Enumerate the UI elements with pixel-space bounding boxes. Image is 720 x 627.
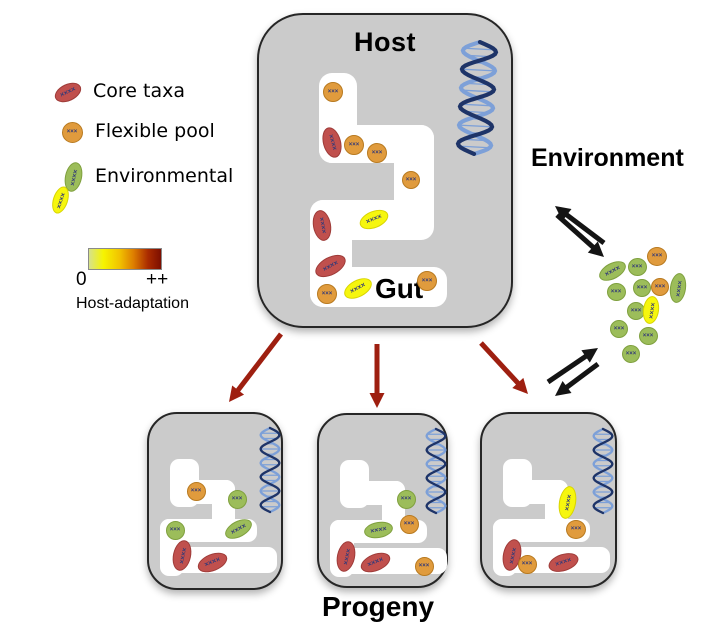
dna-squiggle: ××× <box>651 253 663 259</box>
dna-squiggle: ××× <box>66 129 78 135</box>
microbe-env-green: ××× <box>627 258 647 276</box>
exchange-arrow-head <box>555 381 572 396</box>
gradient-min-label: 0 <box>76 269 87 290</box>
microbe-env-yellow: ×××× <box>48 184 72 216</box>
dna-squiggle: ××× <box>625 351 637 357</box>
dna-squiggle: ××× <box>636 285 648 291</box>
dna-squiggle: ××× <box>630 308 642 314</box>
transmission-arrow-head <box>512 377 528 394</box>
microbe-env-yellow: ×××× <box>641 295 661 325</box>
gradient-max-label: ++ <box>146 269 169 290</box>
microbe-env-green: ××× <box>638 327 658 345</box>
microbe-flexible: ××× <box>647 246 667 266</box>
dna-squiggle: ×××× <box>673 279 683 297</box>
exchange-arrow <box>562 361 600 392</box>
dna-squiggle: ×××× <box>59 85 77 99</box>
exchange-arrow-head <box>587 241 604 257</box>
legend-label-environmental: Environmental <box>95 165 234 187</box>
transmission-arrow <box>233 332 283 395</box>
progeny-label: Progeny <box>322 591 435 622</box>
dna-squiggle: ×××× <box>603 264 621 278</box>
dna-squiggle: ××× <box>613 326 625 332</box>
progeny-box-2 <box>317 413 448 588</box>
dna-squiggle: ×××× <box>54 191 66 209</box>
progeny-box-3 <box>480 412 617 588</box>
exchange-arrow <box>555 213 598 252</box>
legend-label-core-taxa: Core taxa <box>93 80 185 102</box>
dna-squiggle: ××× <box>642 333 654 339</box>
microbe-env-green: ××× <box>633 279 651 297</box>
dna-squiggle: ××× <box>654 284 666 290</box>
microbe-env-green: ××× <box>606 283 626 301</box>
microbe-env-green: ××× <box>627 302 645 320</box>
transmission-arrow <box>479 341 523 388</box>
transmission-arrow-head <box>369 393 385 408</box>
transmission-arrow-head <box>229 385 245 402</box>
environment-label: Environment <box>531 144 684 172</box>
gut-path-segment <box>330 548 447 574</box>
dna-helix-icon <box>425 427 447 515</box>
exchange-arrow <box>562 210 606 245</box>
microbe-flexible: ××× <box>651 278 669 296</box>
gut-path-segment <box>493 547 610 573</box>
exchange-arrow-head <box>581 348 598 363</box>
gradient-caption: Host-adaptation <box>76 295 189 312</box>
dna-helix-icon <box>259 426 281 514</box>
dna-squiggle: ××× <box>631 264 643 270</box>
gut-label: Gut <box>375 273 424 304</box>
microbe-flexible: ××× <box>61 121 83 143</box>
gut-path-segment <box>160 547 277 573</box>
microbe-env-green: ×××× <box>667 272 689 304</box>
microbe-env-green: ××× <box>622 345 640 363</box>
exchange-arrow <box>546 352 591 385</box>
microbe-core: ×××× <box>51 78 85 106</box>
host-title: Host <box>354 27 416 57</box>
host-box: Host Gut <box>257 13 513 328</box>
dna-squiggle: ×××× <box>646 301 656 319</box>
exchange-arrow-head <box>555 206 572 222</box>
microbe-env-green: ×××× <box>61 160 85 194</box>
dna-squiggle: ××× <box>610 289 622 295</box>
progeny-box-1 <box>147 412 283 590</box>
dna-squiggle: ×××× <box>67 168 79 186</box>
microbe-env-green: ××× <box>610 320 628 338</box>
microbe-env-green: ×××× <box>595 257 629 285</box>
dna-helix-icon <box>455 40 499 156</box>
legend-label-flexible-pool: Flexible pool <box>95 120 215 142</box>
gut-path-segment <box>493 519 590 542</box>
dna-helix-icon <box>592 427 614 515</box>
host-adaptation-gradient-bar <box>88 248 162 270</box>
